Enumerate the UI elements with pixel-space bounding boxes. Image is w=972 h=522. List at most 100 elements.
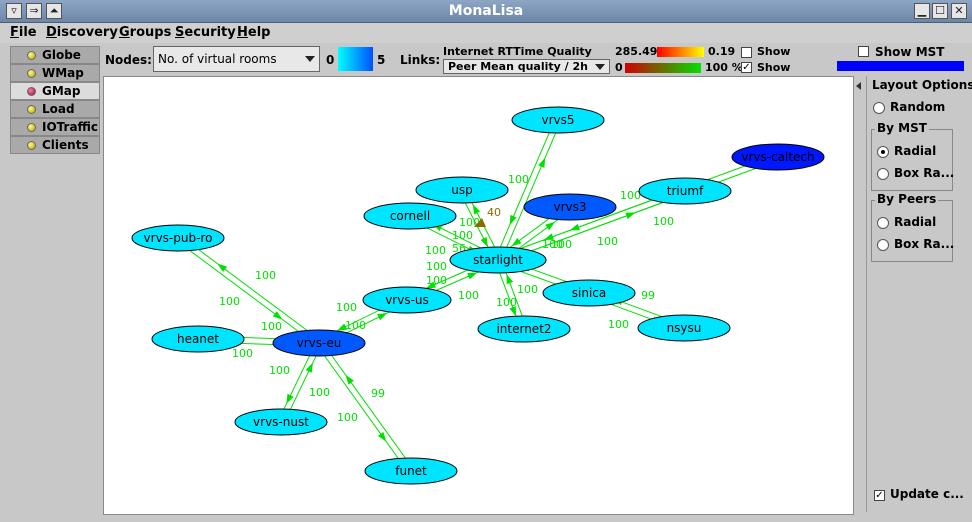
graph-node[interactable] xyxy=(731,143,825,171)
graph-node[interactable] xyxy=(272,329,366,357)
tab-iotraffic[interactable]: IOTraffic xyxy=(10,118,100,136)
graph-node[interactable] xyxy=(415,176,509,204)
graph-node-label: vrvs-caltech xyxy=(741,150,814,164)
mst-box-label: Box Ra... xyxy=(894,166,955,180)
link-quality-label: 100 xyxy=(452,229,473,242)
mst-box-radio[interactable] xyxy=(877,168,889,180)
layout-options-title: Layout Options xyxy=(872,78,972,92)
status-dot-icon xyxy=(27,50,36,60)
graph-node-label: vrvs-eu xyxy=(297,336,342,350)
link-arrow-icon xyxy=(506,274,514,285)
window-menu-icon[interactable]: ▿ xyxy=(6,3,22,19)
quality-min-value: 0 xyxy=(615,61,623,74)
menu-file[interactable]: File xyxy=(10,25,37,40)
splitter-arrow-icon[interactable] xyxy=(856,82,861,90)
menu-security[interactable]: Security xyxy=(175,25,236,40)
raise-icon[interactable]: ⏶ xyxy=(46,3,62,19)
link-quality-label: 100 xyxy=(426,274,447,287)
rtt-min-value: 0.19 xyxy=(708,45,736,58)
rtt-gradient xyxy=(657,47,704,57)
status-dot-icon xyxy=(27,122,36,132)
maximize-icon[interactable]: ☐ xyxy=(932,3,948,19)
link-quality-label: 100 xyxy=(426,260,447,273)
graph-node[interactable] xyxy=(511,106,605,134)
graph-node[interactable] xyxy=(131,224,225,252)
graph-node-label: triumf xyxy=(667,184,704,198)
graph-node[interactable] xyxy=(363,202,457,230)
graph-node-label: funet xyxy=(395,464,427,478)
peers-box-radio[interactable] xyxy=(877,239,889,251)
update-checkbox[interactable]: ✓ xyxy=(874,490,885,501)
tab-wmap[interactable]: WMap xyxy=(10,64,100,82)
link-arrow-icon xyxy=(377,312,388,321)
link-quality-label: 100 xyxy=(597,235,618,248)
graph-node[interactable] xyxy=(637,314,731,342)
link-arrow-icon xyxy=(272,311,283,320)
menu-discovery[interactable]: Discovery xyxy=(46,25,118,40)
tab-globe[interactable]: Globe xyxy=(10,46,100,64)
nodes-select[interactable]: No. of virtual rooms xyxy=(153,46,320,72)
tab-clients[interactable]: Clients xyxy=(10,136,100,154)
graph-svg[interactable]: 1001001001001001001001001001001001001009… xyxy=(104,77,853,514)
peers-radial-radio[interactable] xyxy=(877,217,889,229)
link-quality-label: 100 xyxy=(608,318,629,331)
menu-help[interactable]: Help xyxy=(237,25,271,40)
mst-radial-radio[interactable] xyxy=(877,146,889,158)
status-dot-icon xyxy=(27,68,36,78)
graph-link xyxy=(321,340,414,470)
link-quality-label: 100 xyxy=(232,347,253,360)
mst-radial-label: Radial xyxy=(894,144,937,158)
link-arrow-icon xyxy=(543,233,554,240)
update-label: Update c... xyxy=(890,487,964,501)
show-quality-checkbox[interactable]: ✓ xyxy=(741,62,752,73)
graph-node-label: vrvs-us xyxy=(385,293,429,307)
graph-node[interactable] xyxy=(638,177,732,205)
graph-node[interactable] xyxy=(362,286,452,314)
shade-icon[interactable]: ⇒ xyxy=(26,3,42,19)
show-mst-checkbox[interactable] xyxy=(858,46,869,57)
graph-node-label: vrvs-pub-ro xyxy=(144,231,213,245)
by-peers-title: By Peers xyxy=(875,192,939,206)
link-quality-label: 100 xyxy=(542,238,563,251)
view-tabs: Globe WMap GMap Load IOTraffic Clients xyxy=(10,46,100,154)
nodes-max-value: 5 xyxy=(377,53,386,67)
graph-node[interactable] xyxy=(234,408,328,436)
close-icon[interactable]: ✕ xyxy=(951,3,967,19)
layout-options-panel: Layout Options Random By MST Radial Box … xyxy=(866,76,972,512)
rtt-max-value: 285.49 xyxy=(615,45,658,58)
minimize-icon[interactable]: ▁ xyxy=(914,3,930,19)
chevron-down-icon xyxy=(595,63,605,70)
graph-node-label: heanet xyxy=(177,332,219,346)
graph-node-label: vrvs3 xyxy=(553,200,586,214)
link-arrow-icon xyxy=(286,393,294,404)
graph-node[interactable] xyxy=(477,315,571,343)
graph-node-label: starlight xyxy=(473,253,523,267)
random-radio[interactable] xyxy=(873,102,885,114)
status-dot-icon xyxy=(27,86,36,96)
link-arrow-icon xyxy=(545,221,556,231)
graph-node-label: vrvs-nust xyxy=(253,415,309,429)
mst-bar xyxy=(837,61,964,71)
status-dot-icon xyxy=(27,140,36,150)
graph-node[interactable] xyxy=(364,457,458,485)
graph-node[interactable] xyxy=(449,246,547,274)
nodes-select-value: No. of virtual rooms xyxy=(158,52,277,66)
nodes-gradient xyxy=(338,47,373,71)
tab-load[interactable]: Load xyxy=(10,100,100,118)
tab-gmap[interactable]: GMap xyxy=(10,82,100,100)
links-select[interactable]: Peer Mean quality / 2h xyxy=(443,59,610,74)
graph-node[interactable] xyxy=(151,325,245,353)
chevron-down-icon xyxy=(305,56,315,62)
graph-link xyxy=(175,240,318,346)
show-rtt-checkbox[interactable] xyxy=(741,47,752,58)
link-arrow-icon xyxy=(569,223,580,231)
menu-groups[interactable]: Groups xyxy=(119,25,172,40)
graph-node[interactable] xyxy=(542,279,636,307)
graph-node[interactable] xyxy=(523,193,617,221)
link-arrow-icon xyxy=(538,157,546,168)
random-label: Random xyxy=(890,100,946,114)
link-arrow-icon xyxy=(625,212,636,219)
by-peers-group xyxy=(871,200,953,262)
link-arrow-icon xyxy=(305,362,313,373)
